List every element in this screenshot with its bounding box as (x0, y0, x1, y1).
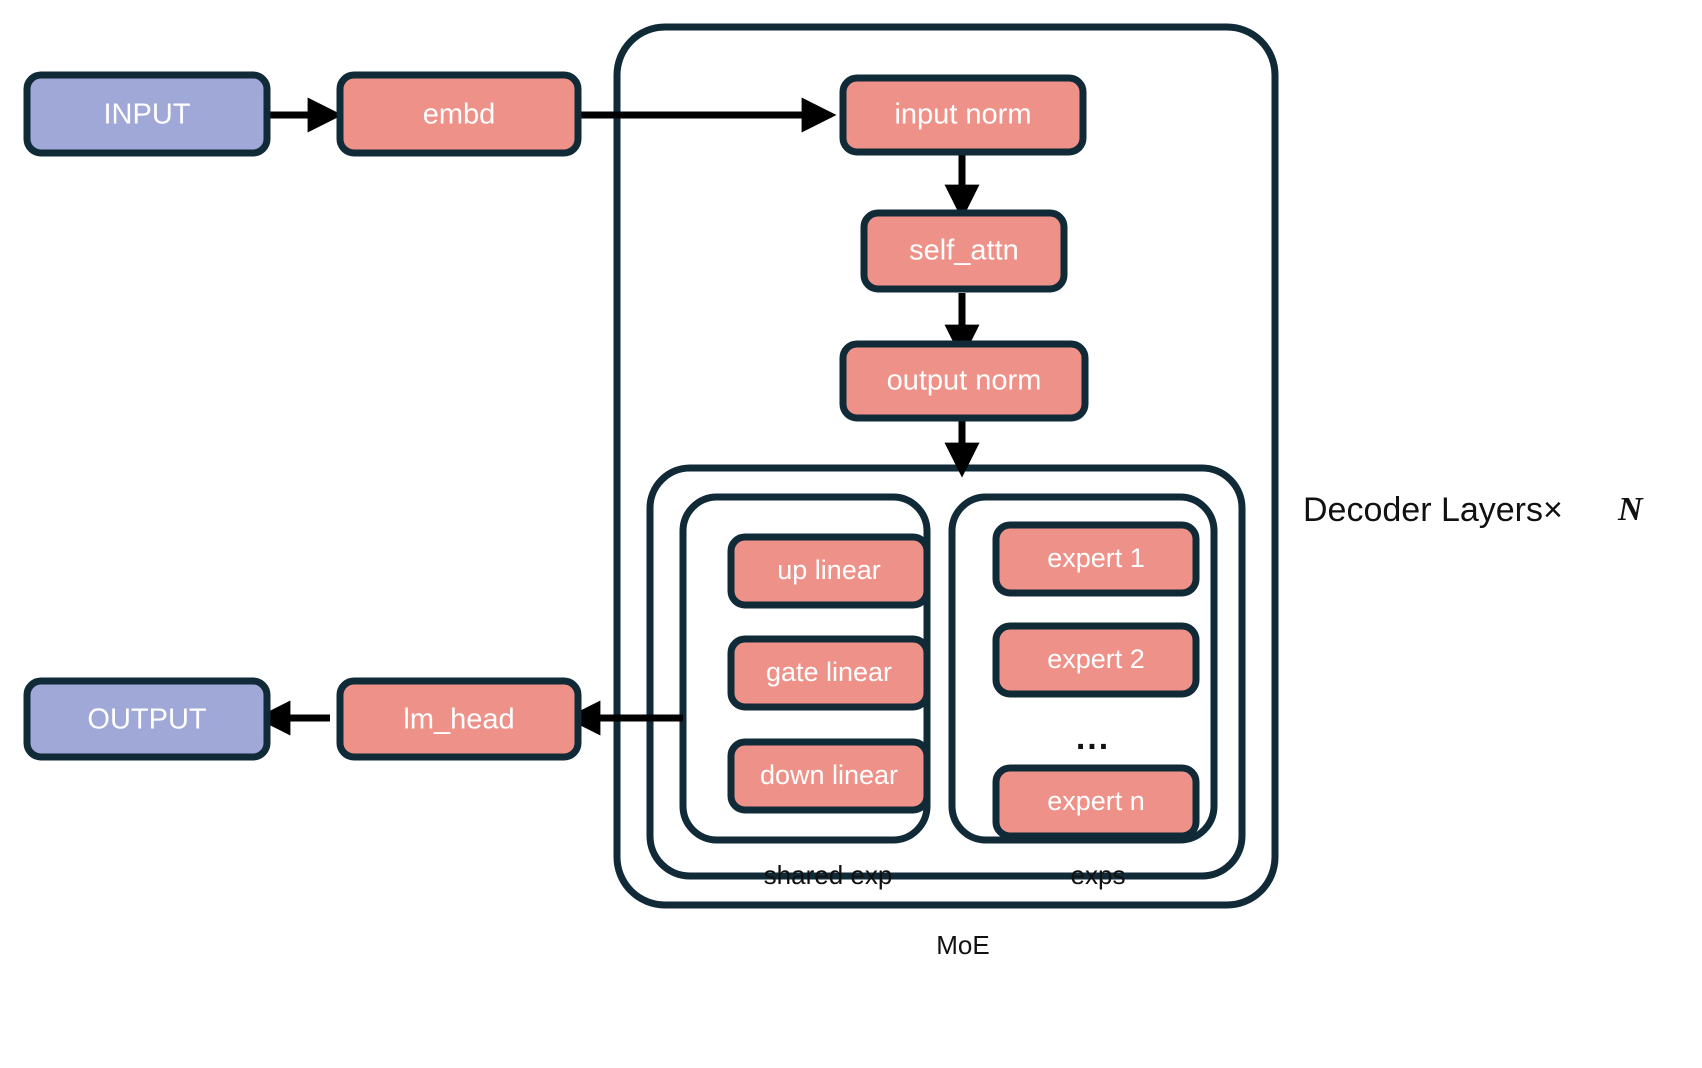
node-embd[interactable]: embd (336, 71, 582, 157)
node-down-linear-label: down linear (760, 760, 898, 790)
node-expert-2[interactable]: expert 2 (992, 622, 1200, 698)
experts-ellipsis: ... (1076, 719, 1110, 757)
node-up-linear[interactable]: up linear (727, 533, 931, 609)
node-expert-2-label: expert 2 (1047, 644, 1145, 674)
node-gate-linear[interactable]: gate linear (727, 635, 931, 711)
node-output[interactable]: OUTPUT (23, 677, 271, 761)
node-self-attn[interactable]: self_attn (860, 209, 1068, 293)
node-lm-head-label: lm_head (403, 704, 514, 736)
decoder-layers-annotation: Decoder Layers× N (1303, 491, 1644, 529)
group-label-exps: exps (1071, 860, 1126, 890)
node-expert-n-label: expert n (1047, 786, 1145, 816)
decoder-layers-label: Decoder Layers× (1303, 491, 1563, 529)
group-label-shared-exp: shared exp (764, 860, 893, 890)
group-label-moe: MoE (936, 930, 989, 960)
node-up-linear-label: up linear (777, 555, 881, 585)
node-input[interactable]: INPUT (23, 71, 271, 157)
node-input-norm-label: input norm (894, 99, 1031, 131)
node-self-attn-label: self_attn (909, 235, 1019, 267)
node-gate-linear-label: gate linear (766, 657, 892, 687)
node-output-norm-label: output norm (887, 365, 1042, 397)
node-down-linear[interactable]: down linear (727, 738, 931, 814)
decoder-layer-container (613, 23, 1279, 909)
node-input-label: INPUT (104, 99, 191, 131)
node-embd-label: embd (423, 99, 496, 131)
node-expert-1-label: expert 1 (1047, 543, 1145, 573)
node-input-norm[interactable]: input norm (839, 74, 1087, 156)
node-output-label: OUTPUT (87, 704, 207, 736)
node-lm-head[interactable]: lm_head (336, 677, 582, 761)
node-expert-1[interactable]: expert 1 (992, 521, 1200, 597)
decoder-layers-count: N (1617, 491, 1644, 528)
experts-container (948, 493, 1218, 844)
node-output-norm[interactable]: output norm (839, 340, 1089, 422)
node-expert-n[interactable]: expert n (992, 764, 1200, 840)
